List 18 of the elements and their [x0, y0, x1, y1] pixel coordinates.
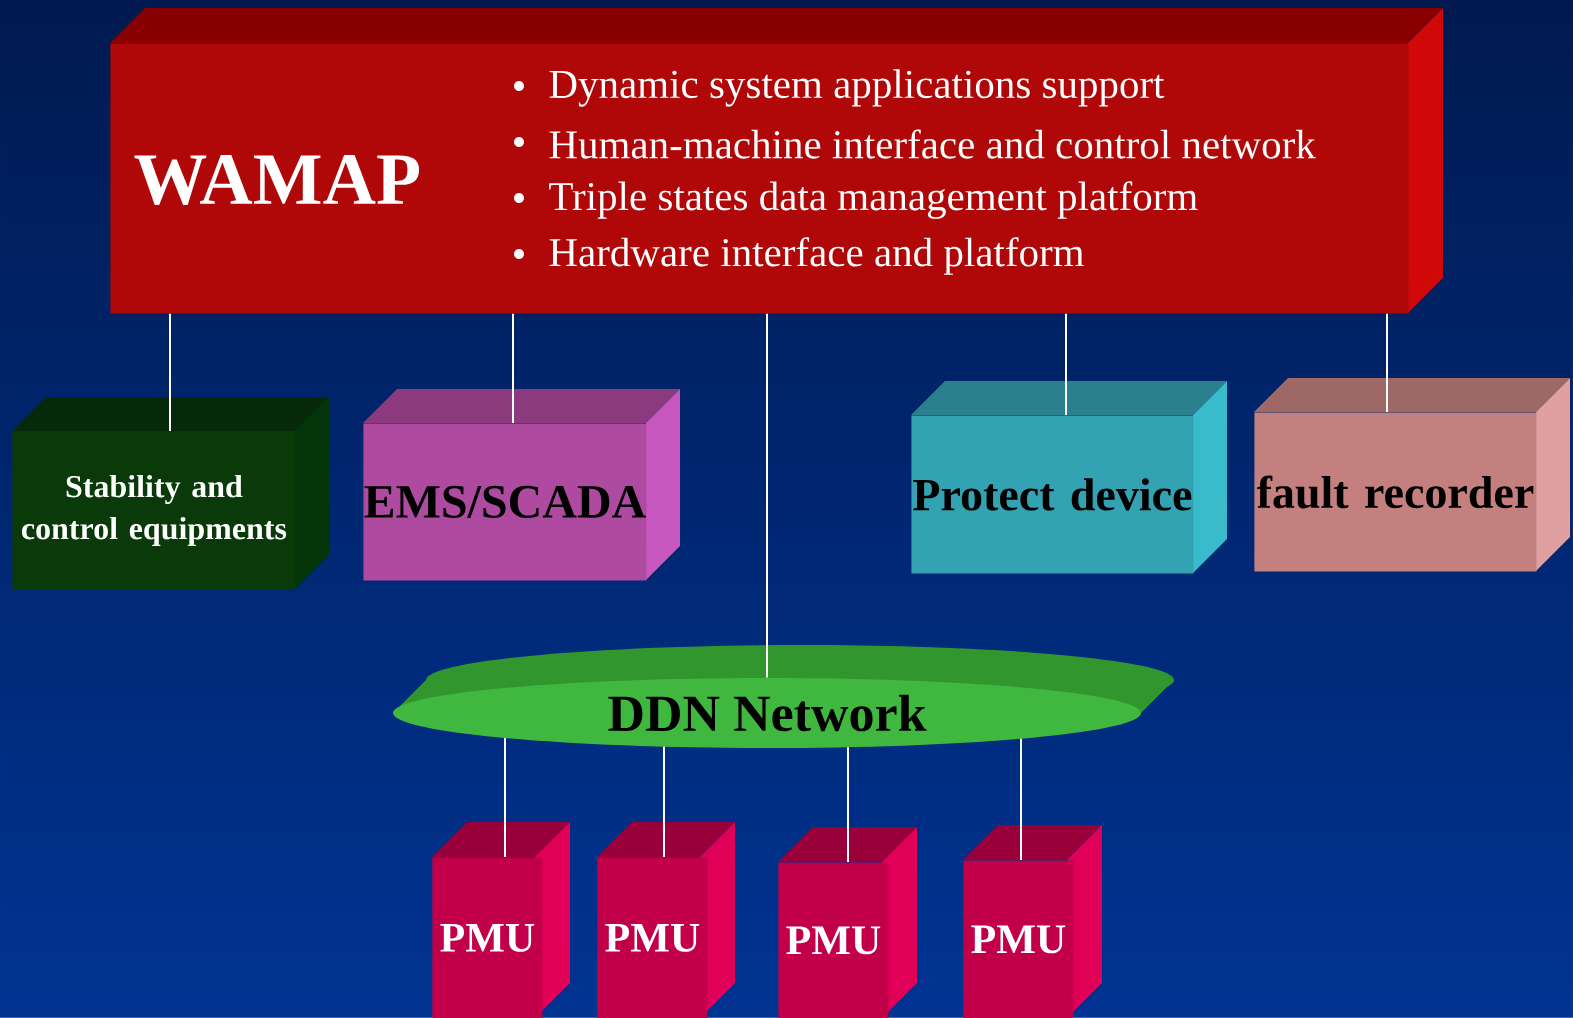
box: Stability and control equipments [12, 397, 329, 590]
box: fault recorder [1254, 378, 1570, 572]
connector-line [512, 312, 514, 424]
box: Protect device [911, 381, 1227, 574]
connector-line [1020, 737, 1022, 861]
connector-line [663, 745, 665, 858]
connector-line [504, 737, 506, 858]
connector-line [1386, 312, 1388, 413]
box: PMU [432, 822, 570, 1018]
connector-line [766, 312, 768, 679]
connector-line [847, 746, 849, 863]
box: PMU [597, 822, 735, 1018]
connector-line [1065, 312, 1067, 416]
connector-line [169, 312, 171, 432]
box: PMU [963, 825, 1102, 1018]
box: EMS/SCADA [363, 389, 680, 581]
box: PMU [778, 827, 917, 1018]
wamap-block: WAMAP Dynamic system applications support Human-machine interface and control network Triple states data management platform Hardware interface and platform [110, 8, 1443, 314]
